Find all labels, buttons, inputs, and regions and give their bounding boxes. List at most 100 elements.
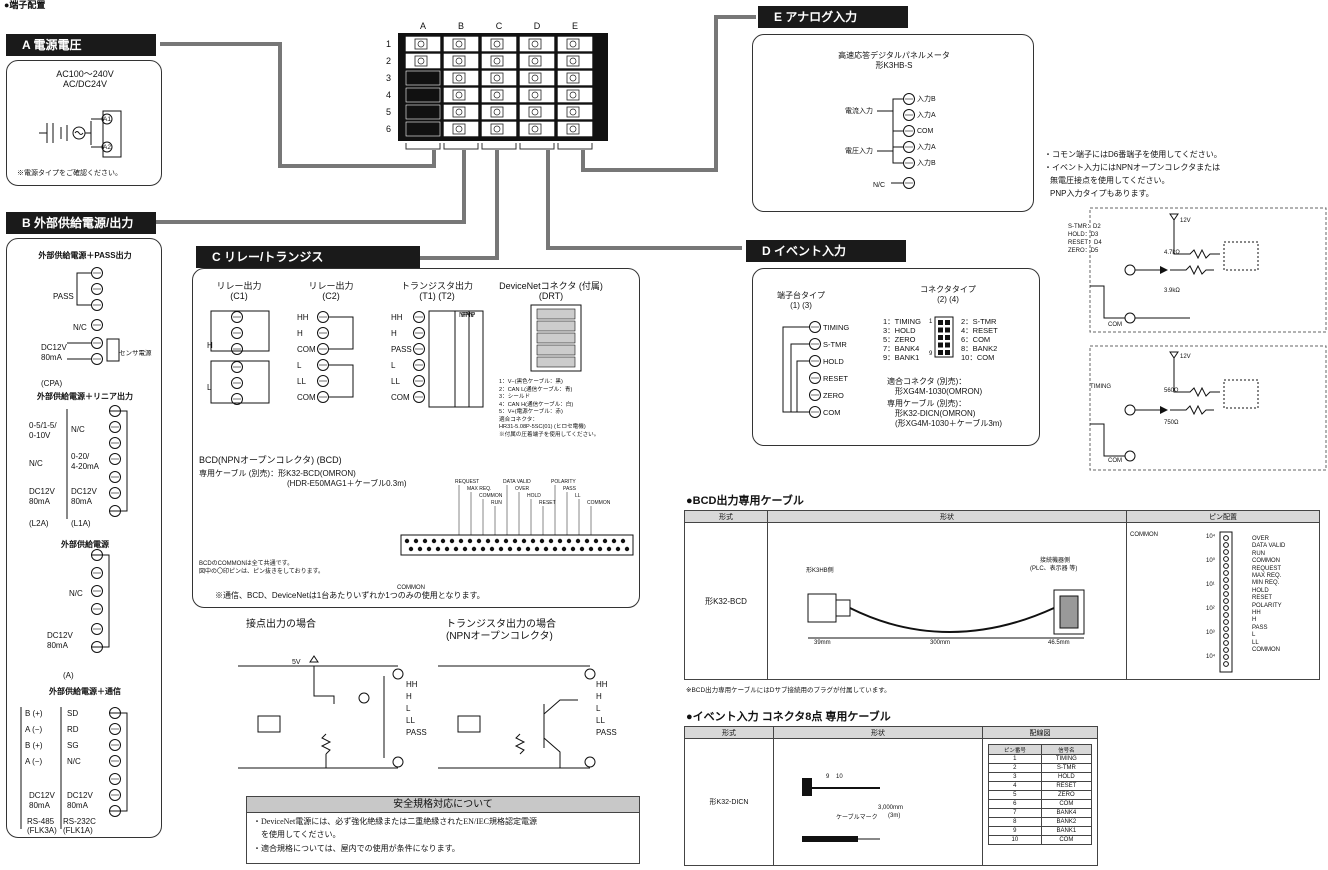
b-g2-nc-a: N/C: [71, 425, 85, 434]
e-pin-label: 入力A: [917, 144, 936, 151]
c-bcd-pin: [453, 546, 459, 552]
c-bcd-pin: [498, 546, 504, 552]
e-pin-label: COM: [917, 128, 934, 135]
bcd-pin-name: HH: [1252, 610, 1261, 616]
contact-terminal-top: [392, 668, 404, 680]
tr-output-label: H: [596, 692, 602, 701]
c-bcd-pin: [404, 538, 410, 544]
bcd-side-label: 形K3HB側: [806, 568, 834, 574]
safety-line2: を使用してください。: [261, 830, 341, 839]
bcd-pin-name: PASS: [1252, 624, 1268, 631]
b-g4-model-a2: (FLK3A): [27, 826, 57, 835]
terminal-screw-icon: [490, 89, 504, 101]
d-conn-model: (2) (4): [937, 295, 959, 304]
bcd-dsub-pin: [1223, 647, 1229, 653]
bcd-pin-common: COMMON: [1130, 532, 1158, 538]
b-g2-nc-b: N/C: [29, 459, 43, 468]
d-conn-left-label: 5：ZERO: [883, 335, 916, 344]
c-bcd-pin: [485, 538, 491, 544]
terminal-row-2: 2: [386, 56, 392, 66]
tr-output-label: HH: [596, 680, 608, 689]
b-g4-row-b: RD: [67, 725, 79, 734]
c-bcd-pin: [449, 538, 455, 544]
c-tr-pnp-box: [454, 310, 484, 408]
bcd-dsub-pin: [1223, 584, 1229, 590]
pin-a1-label: A1: [103, 116, 111, 123]
c-bcd-pin-label: COMMON: [479, 493, 503, 499]
c-dn-pin-text: HR31-5.08P-5SC(01) (ヒロセ電機): [499, 424, 586, 430]
terminal-row-5: 5: [386, 107, 392, 117]
d-conn-right-label: 4：RESET: [961, 326, 998, 335]
terminal-col-E: E: [571, 21, 578, 31]
c-bcd-pin: [575, 538, 581, 544]
c-bcd-pin: [620, 538, 626, 544]
terminal-screw-icon: [528, 38, 542, 50]
terminal-bracket: [443, 143, 479, 150]
c-bcd-connector-icon: [400, 534, 634, 556]
bcd-pin-name: POLARITY: [1252, 602, 1282, 609]
ev2-r1: 560Ω: [1164, 388, 1179, 394]
c-tr-label: L: [391, 361, 396, 370]
c-bcd-note1: BCDのCOMMONは全て共通です。: [199, 561, 294, 567]
right-note-3: 無電圧接点を使用してください。: [1050, 176, 1170, 185]
contact-supply-icon: [309, 655, 319, 663]
b-g2-range2b: 4-20mA: [71, 462, 100, 471]
terminal-cell: [519, 53, 555, 69]
section-e-header: E アナログ入力: [758, 6, 908, 28]
bcd-cable-title: ●BCD出力専用ケーブル: [686, 495, 804, 507]
b-g2-model-a: (L2A): [29, 519, 49, 528]
terminal-screw-icon: [455, 125, 463, 133]
bcd-th-pins: ピン配置: [1126, 510, 1320, 523]
c-dn-pin-text: 1：V−(黒色ケーブル：黒): [499, 379, 563, 385]
bcd-plug-left-icon: [807, 593, 837, 623]
contact-terminal-bottom: [392, 756, 404, 768]
c-bcd-pin: [476, 538, 482, 544]
e-title2: 形K3HB-S: [875, 61, 913, 70]
c-bcd-pin-label: HOLD: [527, 493, 541, 499]
terminal-screw-icon: [493, 74, 501, 82]
bcd-digit-label: 10³: [1206, 630, 1215, 636]
safety-line1: ・DeviceNet電源には、必ず強化絶縁または二重絶縁されたEN/IEC規格認…: [253, 817, 537, 826]
b-g4-row-b: N/C: [67, 757, 81, 766]
power-ac-label: AC100～240V: [56, 69, 114, 79]
c-bcd-pin-label: MAX REQ.: [467, 486, 492, 492]
terminal-cell: [519, 104, 555, 120]
terminal-screw-icon: [493, 57, 501, 65]
terminal-screw-icon: [569, 57, 577, 65]
e-pin-label: 入力B: [917, 160, 936, 167]
power-note: ※電源タイプをご確認ください。: [17, 170, 122, 177]
terminal-screw-icon: [490, 55, 504, 67]
c-bcd-pin: [561, 546, 567, 552]
bcd-dsub-pin: [1223, 577, 1229, 583]
c-tr-title: トランジスタ出力: [400, 281, 473, 291]
b-g1-sensor: センサ電源: [119, 350, 152, 357]
terminal-cell: [405, 121, 441, 137]
d-fit2: 形XG4M-1030(OMRON): [895, 387, 983, 396]
bcd-digit-label: 10¹: [1206, 582, 1215, 588]
c-bcd-cable2: (HDR-E50MAG1＋ケーブル0.3m): [287, 479, 407, 488]
terminal-screw-icon: [528, 89, 542, 101]
b-g3-ma: 80mA: [47, 641, 68, 650]
terminal-screw-icon: [452, 89, 466, 101]
c-bcd-pin: [588, 546, 594, 552]
event-cable-drawing: [802, 778, 880, 842]
tr-output-label: PASS: [596, 728, 617, 737]
d-tb-pin-label: ZERO: [823, 391, 844, 400]
c-bcd-pin: [548, 538, 554, 544]
ev2-frame: [1089, 345, 1327, 471]
tr-output-label: LL: [596, 716, 605, 725]
ev2-r1-icon: [1173, 358, 1220, 398]
b-g4-model-b1: RS-232C: [63, 817, 96, 826]
ev2-com: COM: [1108, 458, 1122, 464]
bcd-digit-label: 10⁴: [1206, 534, 1216, 540]
c-tr-label: LL: [391, 377, 400, 386]
terminal-cell: [557, 121, 593, 137]
c-tr-label: HH: [391, 313, 403, 322]
bcd-len3: 46.5mm: [1048, 640, 1070, 646]
c-bcd-pin: [480, 546, 486, 552]
c-relay1-frame-h: [210, 310, 270, 352]
terminal-cell: [557, 53, 593, 69]
terminal-row-1: 1: [386, 39, 392, 49]
c-bcd-pin: [507, 546, 513, 552]
